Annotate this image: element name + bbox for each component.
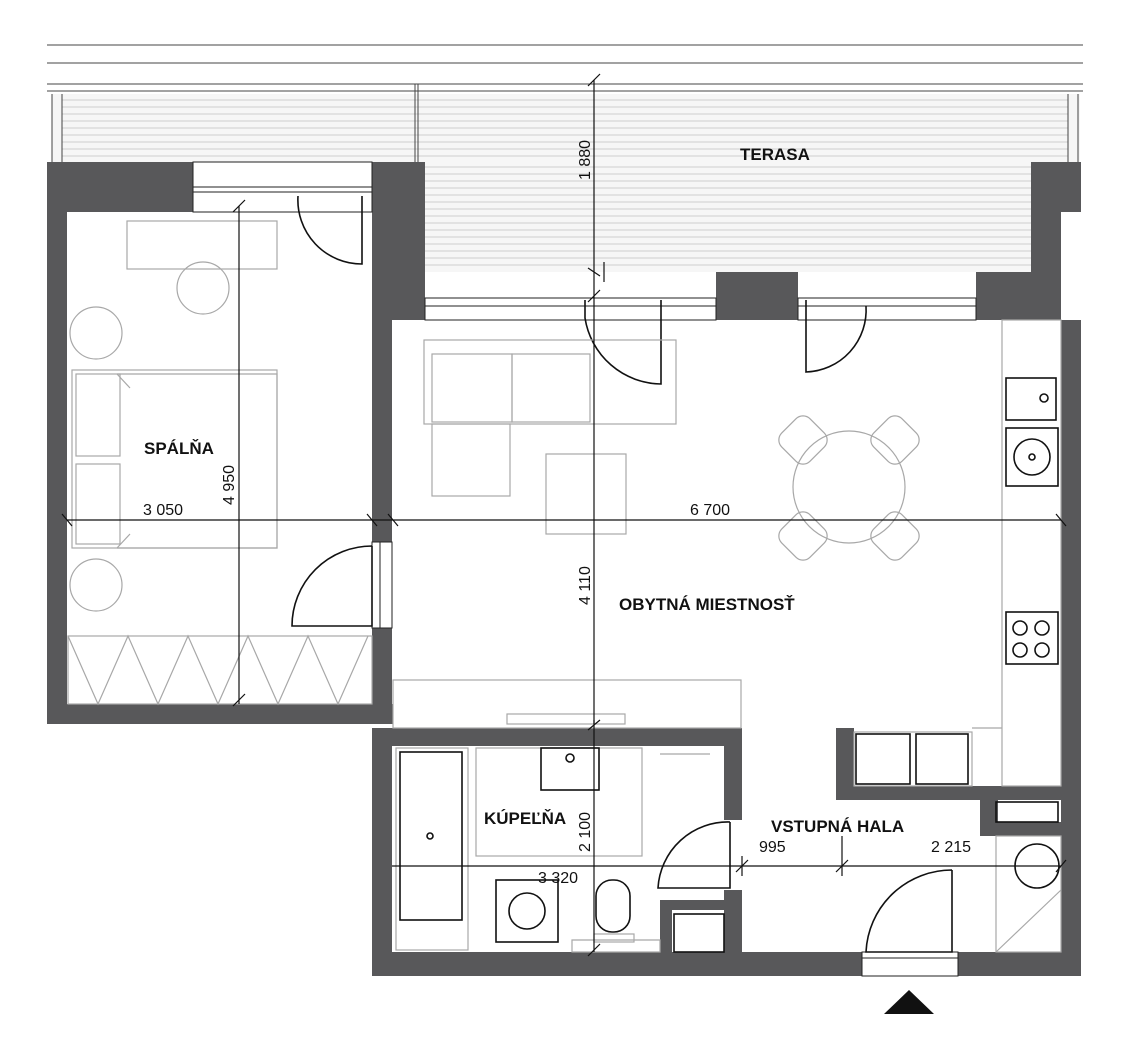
kitchen-counter [853,319,1062,787]
dim-terrace-depth: 1 880 [577,140,594,180]
terrace-railing [47,44,1083,92]
dim-hall-width: 2 215 [931,839,971,856]
dim-living-depth: 4 110 [577,566,594,605]
walls [47,162,1081,976]
terrace-label: TERASA [740,145,810,164]
dim-bedroom-width: 3 050 [143,502,183,519]
bedroom-label: SPÁLŇA [144,439,214,458]
bathroom-label: KÚPEĽŇA [484,809,566,828]
dim-living-width: 6 700 [690,502,730,519]
dim-hall-segment: 995 [759,839,786,856]
dimension-lines [61,73,1067,957]
terrace-deck [51,84,1080,272]
doors [291,195,953,953]
entrance-arrow-icon [884,990,934,1014]
dim-bath-depth: 2 100 [577,812,594,852]
dim-bedroom-length: 4 950 [221,465,238,505]
bedroom-furniture [67,220,373,706]
dim-bath-width: 3 320 [538,870,578,887]
hall-label: VSTUPNÁ HALA [771,817,904,836]
living-room-label: OBYTNÁ MIESTNOSŤ [619,595,795,614]
living-furniture [392,339,920,729]
